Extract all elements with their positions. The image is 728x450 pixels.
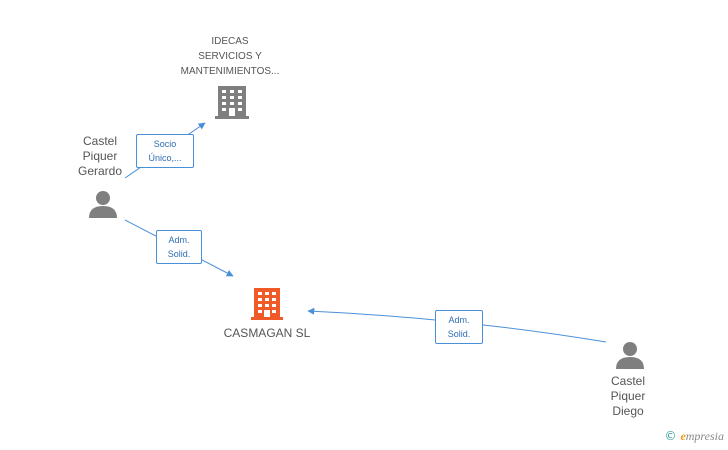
edge-label-adm-solid-gerardo[interactable]: Adm. Solid. — [156, 230, 202, 264]
edge-label-socio-unico[interactable]: Socio Único,... — [136, 134, 194, 168]
company-label-casmagan[interactable]: CASMAGAN SL — [207, 326, 327, 340]
building-icon[interactable] — [251, 288, 283, 320]
edge-label-line: Socio — [153, 139, 177, 149]
person-icon[interactable] — [616, 342, 644, 369]
person-name-line: Piquer — [82, 149, 118, 163]
edge-label-line: Único,... — [148, 153, 182, 163]
person-name-line: Diego — [612, 404, 644, 418]
company-name-line: SERVICIOS Y — [198, 51, 262, 62]
person-name-line: Castel — [82, 134, 117, 148]
person-icon[interactable] — [89, 191, 117, 218]
person-label-gerardo[interactable]: Castel Piquer Gerardo — [68, 134, 132, 179]
person-name-line: Piquer — [610, 389, 646, 403]
person-name-line: Gerardo — [77, 164, 123, 178]
copyright-icon: © — [664, 429, 677, 443]
person-label-diego[interactable]: Castel Piquer Diego — [596, 374, 660, 419]
edge-label-line: Adm. — [448, 315, 470, 325]
brand-initial: e — [680, 429, 686, 443]
company-name-line: MANTENIMIENTOS... — [180, 66, 280, 77]
edge-label-adm-solid-diego[interactable]: Adm. Solid. — [435, 310, 483, 344]
company-name: CASMAGAN SL — [223, 326, 311, 340]
person-name-line: Castel — [610, 374, 645, 388]
company-name-line: IDECAS — [211, 36, 249, 47]
brand-name: mpresia — [685, 429, 724, 443]
empresia-logo: ©empresia — [664, 429, 724, 444]
building-icon[interactable] — [215, 86, 249, 119]
edge-label-line: Solid. — [167, 249, 191, 259]
edge-label-line: Solid. — [447, 329, 471, 339]
company-label-idecas[interactable]: IDECAS SERVICIOS Y MANTENIMIENTOS... — [170, 34, 290, 79]
edge-label-line: Adm. — [168, 235, 190, 245]
